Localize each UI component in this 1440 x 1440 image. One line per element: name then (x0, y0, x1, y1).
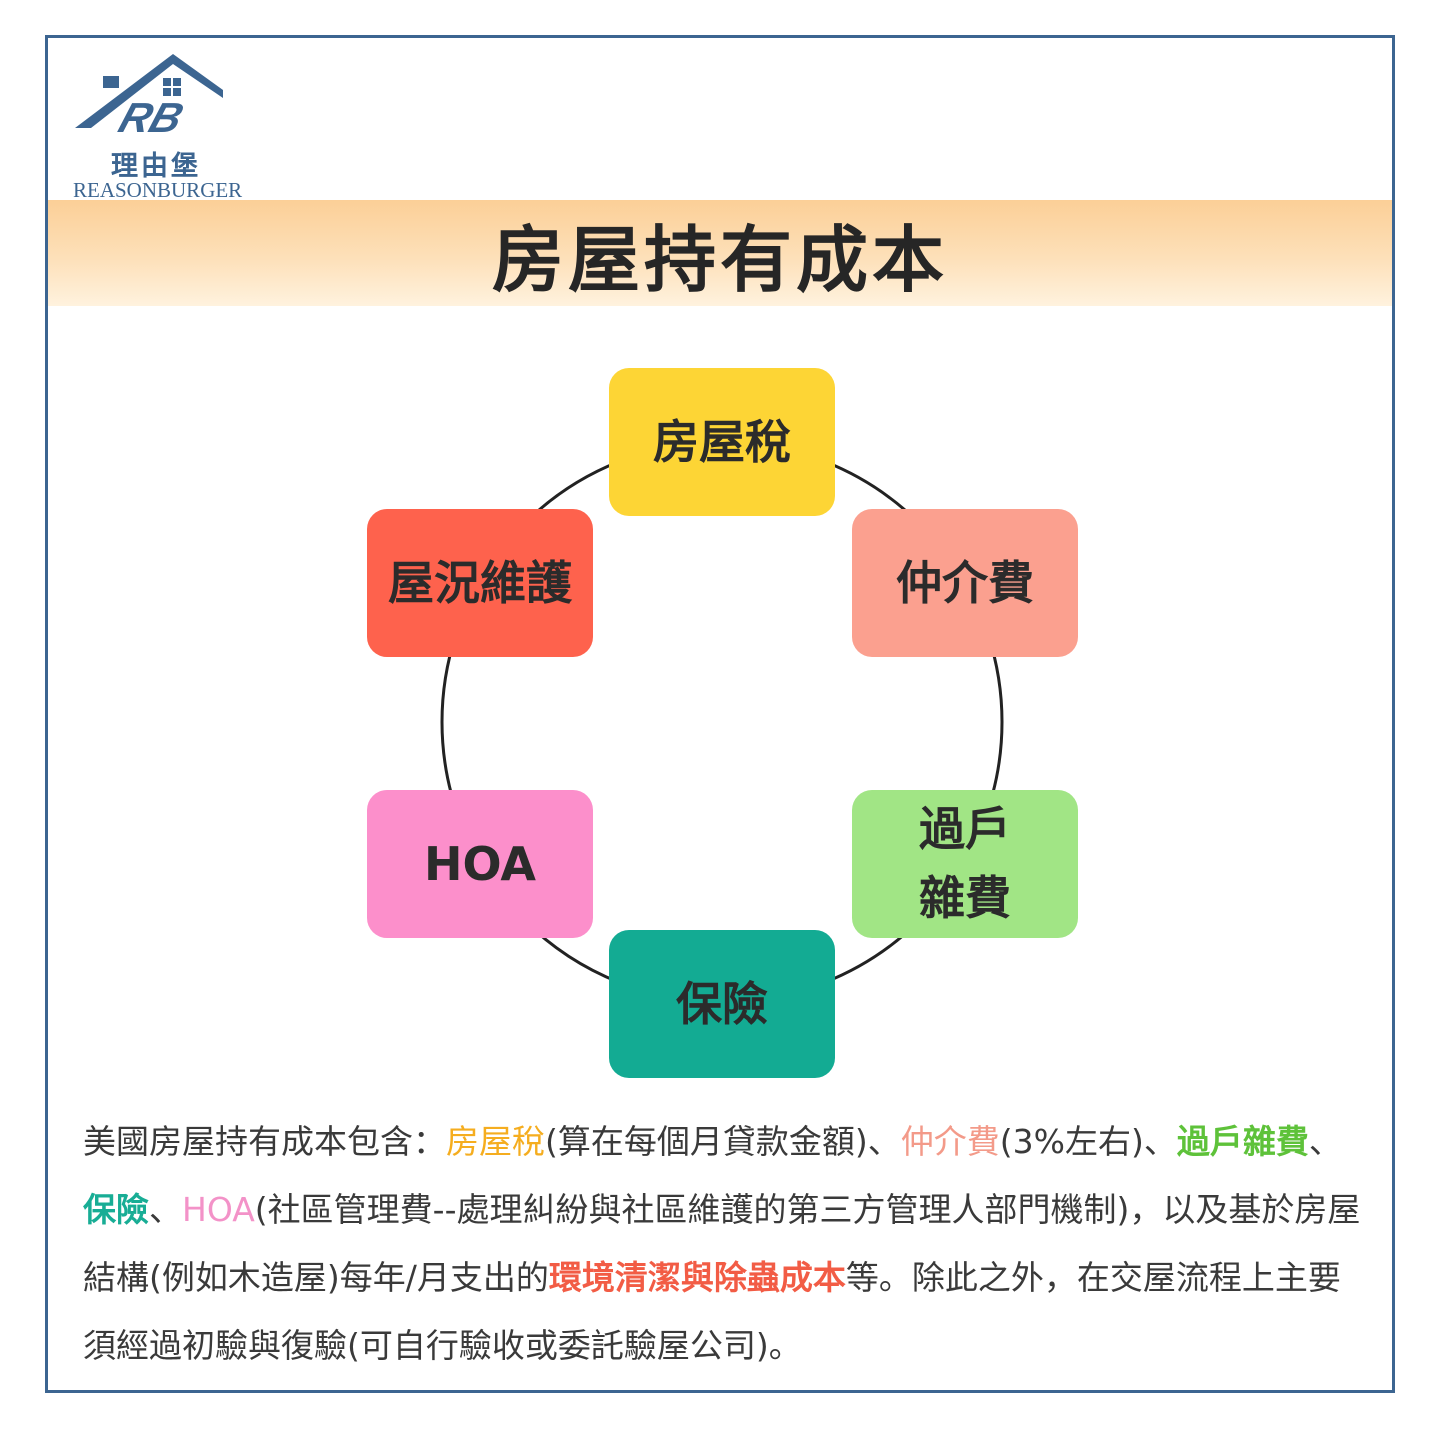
node-agent-fee: 仲介費 (852, 509, 1078, 657)
poster-frame: RB 理由堡 REASONBURGER 房屋持有成本 房屋稅 仲介費 過戶 雜費… (45, 35, 1395, 1393)
node-label-line1: 過戶 (919, 802, 1011, 856)
desc-highlight-agent-fee: 仲介費 (900, 1122, 1000, 1161)
title-banner: 房屋持有成本 (48, 200, 1392, 306)
desc-text: (社區管理費--處理糾紛與社區維護的第三方管理人部門機制)，以及基於房屋結構(例… (83, 1190, 1361, 1297)
node-transfer-fees: 過戶 雜費 (852, 790, 1078, 938)
node-property-tax: 房屋稅 (609, 368, 835, 516)
desc-highlight-transfer-fees: 過戶雜費 (1176, 1122, 1309, 1161)
node-label: 仲介費 (896, 555, 1034, 610)
desc-highlight-property-tax: 房屋稅 (446, 1122, 545, 1161)
brand-name-en: REASONBURGER (73, 178, 243, 202)
desc-text: (算在每個月貸款金額)、 (545, 1122, 901, 1161)
node-label-line2: 雜費 (919, 871, 1011, 925)
node-insurance: 保險 (609, 930, 835, 1078)
house-logo-icon: RB (75, 54, 223, 142)
node-label: HOA (424, 836, 536, 891)
desc-text: 、 (149, 1190, 182, 1229)
logo-mark-text: RB (113, 95, 189, 142)
node-hoa: HOA (367, 790, 593, 938)
brand-name-cn: 理由堡 (111, 151, 201, 182)
page-title: 房屋持有成本 (491, 217, 948, 302)
desc-highlight-insurance: 保險 (83, 1190, 149, 1229)
description-paragraph: 美國房屋持有成本包含：房屋稅(算在每個月貸款金額)、仲介費(3%左右)、過戶雜費… (83, 1108, 1373, 1380)
node-label: 保險 (676, 976, 768, 1031)
node-label: 屋況維護 (388, 555, 572, 610)
desc-highlight-cleaning-cost: 環境清潔與除蟲成本 (548, 1258, 846, 1297)
desc-text: (3%左右)、 (999, 1122, 1177, 1161)
desc-text: 等。除此之外，在交屋流程上主要須經過初驗與復驗(可自行驗收或委託驗屋公司)。 (83, 1258, 1341, 1365)
desc-highlight-hoa: HOA (182, 1190, 255, 1229)
desc-text: 、 (1308, 1122, 1342, 1161)
desc-text: 美國房屋持有成本包含： (83, 1122, 446, 1161)
node-label: 房屋稅 (653, 414, 791, 469)
node-maintenance: 屋況維護 (367, 509, 593, 657)
brand-logo: RB 理由堡 REASONBURGER (73, 50, 253, 202)
